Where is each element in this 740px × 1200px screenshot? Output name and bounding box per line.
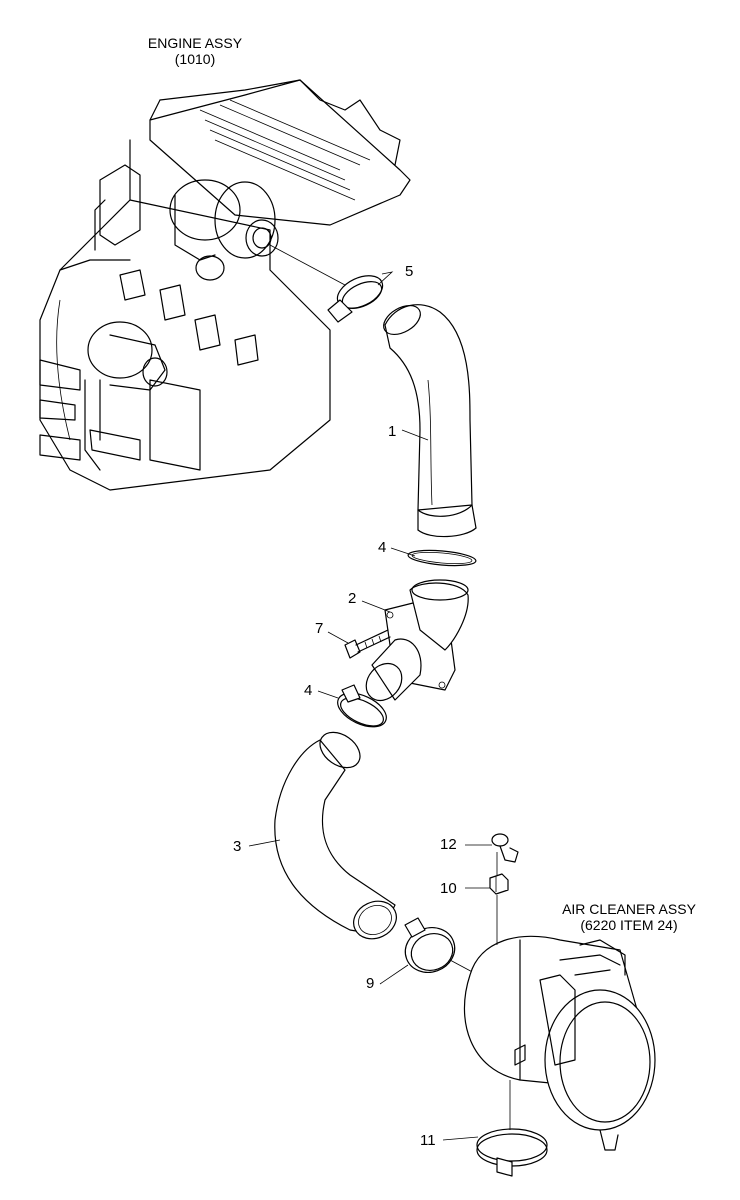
part-1-upper-hose [383,304,477,538]
part-4-upper-gasket [407,549,477,567]
engine-assy-ref: (1010) [174,51,216,67]
callout-leaders [248,271,492,1141]
air-cleaner-assy-label: AIR CLEANER ASSY [562,901,696,917]
part-2-elbow-adapter [365,579,469,702]
part-number-2: 2 [348,590,357,607]
part-number-5: 5 [405,263,414,280]
part-number-4-lower: 4 [304,682,313,699]
part-number-3: 3 [233,838,242,855]
air-cleaner-assembly [463,935,656,1151]
part-number-7: 7 [315,620,324,637]
part-4-lower-hose-clamp [337,684,387,728]
part-11-band-clamp [476,1128,548,1177]
leader-turbo-clamp [269,244,346,286]
engine-assy-title: ENGINE ASSY (1010) [130,35,260,67]
part-7-bolt [344,629,391,659]
part-number-10: 10 [440,880,457,897]
air-cleaner-assy-ref: (6220 ITEM 24) [580,917,678,933]
part-number-11: 11 [420,1132,436,1149]
part-number-12: 12 [440,836,457,853]
part-10-coupling [489,873,509,895]
engine-assembly [39,79,411,491]
part-number-4-upper: 4 [378,539,387,556]
air-cleaner-assy-title: AIR CLEANER ASSY (6220 ITEM 24) [540,901,718,933]
engine-assy-label: ENGINE ASSY [147,35,243,51]
part-12-clip [491,833,519,863]
part-number-9: 9 [366,975,375,992]
part-3-lower-hose [274,731,397,940]
part-number-1: 1 [388,423,397,440]
part-9-hose-clamp [404,917,456,973]
part-5-hose-clamp [327,275,384,323]
